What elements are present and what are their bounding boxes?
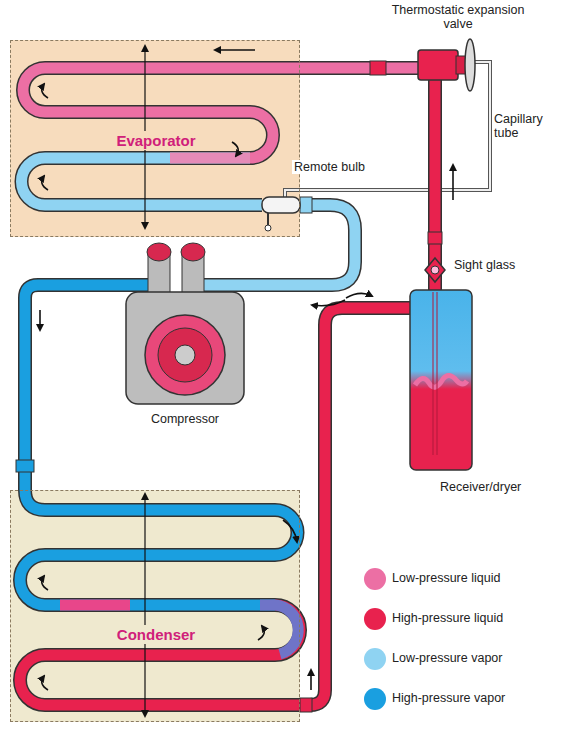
discharge-line xyxy=(20,285,298,605)
sight-glass xyxy=(431,266,439,274)
compressor-pulley xyxy=(145,315,225,395)
legend-row: High-pressure vapor xyxy=(362,686,562,712)
suction-line xyxy=(200,205,355,285)
remote-bulb xyxy=(262,197,300,213)
legend-swatch xyxy=(364,688,386,710)
capillary-line xyxy=(285,62,490,197)
flow-arrow xyxy=(310,670,312,690)
part-label: Receiver/dryer xyxy=(438,480,523,494)
part-label: Capillary tube xyxy=(492,112,562,141)
legend-swatch-box xyxy=(362,686,388,712)
receiver-liquid xyxy=(415,375,467,387)
pipe-fitting xyxy=(16,460,34,472)
turn-arrow xyxy=(42,576,48,590)
compressor-body xyxy=(126,292,244,404)
receiver-dryer xyxy=(410,290,472,470)
compressor-pulley xyxy=(175,345,195,365)
evaporator-pipe xyxy=(23,68,430,158)
flow-arrow xyxy=(39,310,41,330)
dip-tube xyxy=(433,292,437,455)
compressor-valve xyxy=(181,243,205,261)
expansion-valve xyxy=(418,50,458,80)
legend-swatch xyxy=(364,608,386,630)
suction-line xyxy=(200,205,355,285)
turn-arrow xyxy=(42,676,48,690)
legend-row: High-pressure liquid xyxy=(362,606,562,632)
turn-arrow xyxy=(232,142,238,156)
pipe-fitting xyxy=(370,61,386,75)
legend-text: Low-pressure vapor xyxy=(392,651,502,665)
liquid-line xyxy=(20,308,410,705)
compressor-pulley xyxy=(158,328,212,382)
evaporator-pipe xyxy=(23,68,430,158)
region-title: Condenser xyxy=(113,625,199,644)
turn-arrow xyxy=(42,176,48,190)
flow-arrow xyxy=(452,165,454,200)
capillary-line xyxy=(285,62,490,197)
legend-swatch-box xyxy=(362,646,388,672)
legend-text: High-pressure vapor xyxy=(392,691,505,705)
flow-arrow xyxy=(312,300,345,306)
condenser-pipe xyxy=(60,600,130,611)
span-arrow xyxy=(144,498,145,716)
region-title: Evaporator xyxy=(112,131,199,150)
legend-swatch-box xyxy=(362,606,388,632)
turn-arrow xyxy=(42,84,48,98)
part-label: Compressor xyxy=(149,412,221,426)
pipe-fitting xyxy=(428,232,442,244)
legend-row: Low-pressure liquid xyxy=(362,566,562,592)
flow-arrow xyxy=(215,49,255,51)
region-box: Condenser xyxy=(10,490,300,722)
condenser-pipe xyxy=(260,605,298,654)
evaporator-pipe xyxy=(21,158,262,205)
legend-swatch xyxy=(364,648,386,670)
part-label: Thermostatic expansion valve xyxy=(381,3,535,32)
part-label: Remote bulb xyxy=(292,160,367,174)
region-box: Evaporator xyxy=(10,40,300,237)
liquid-line xyxy=(20,308,410,705)
legend-swatch-box xyxy=(362,566,388,592)
legend-swatch xyxy=(364,568,386,590)
discharge-line xyxy=(20,285,298,605)
legend-row: Low-pressure vapor xyxy=(362,646,562,672)
pipe-fitting xyxy=(300,197,312,213)
bulb-clamp xyxy=(267,213,269,226)
sight-glass xyxy=(425,258,445,282)
legend-text: High-pressure liquid xyxy=(392,611,503,625)
turn-arrow xyxy=(258,626,264,640)
valve-diaphragm xyxy=(465,39,475,91)
compressor-valve xyxy=(147,243,171,261)
evaporator-pipe xyxy=(21,158,262,205)
part-label: Sight glass xyxy=(452,258,517,272)
legend-text: Low-pressure liquid xyxy=(392,571,500,585)
flow-arrow xyxy=(283,520,297,542)
flow-arrow xyxy=(346,293,372,298)
bulb-clamp xyxy=(265,225,271,231)
pipe-fitting xyxy=(300,698,312,712)
